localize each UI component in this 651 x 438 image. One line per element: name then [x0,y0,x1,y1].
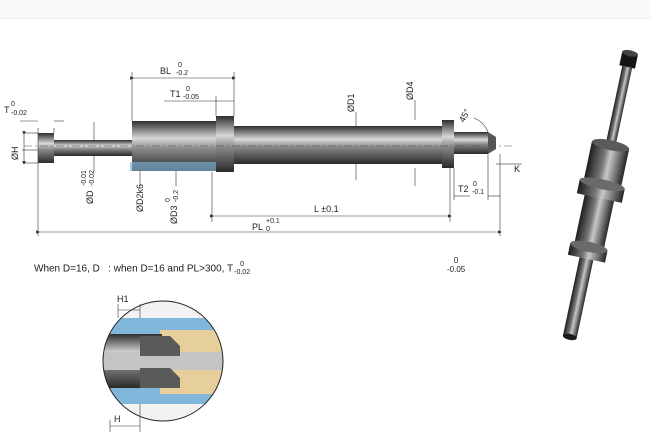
dim-bl-upper: 0 [178,62,182,69]
pin-tip [454,132,488,154]
pin-head [38,133,54,163]
dim-bl: BL [160,66,171,76]
note-tol-upper: 0 [240,261,245,268]
trailing-tol-upper: 0 [453,256,459,265]
dim-d-lower: -0.02 [89,170,96,186]
pin-tip-chamfer [488,132,496,154]
detail-view: H1 H [102,294,224,432]
pin-body [234,126,442,164]
dim-d-upper: -0.01 [81,170,88,186]
dim-d3: ØD3 [169,205,179,224]
spec-note: When D=16, D : when D=16 and PL>300, T 0-… [34,261,250,277]
dim-t2-lower: -0.1 [472,189,484,196]
dim-l: L ±0.1 [314,204,339,214]
dim-h1: H1 [117,294,129,304]
dim-d4: ØD4 [405,81,415,100]
note-part2: : when D=16 and PL>300, T [108,263,234,275]
dim-pl-upper: +0.1 [266,218,280,225]
detail-circle [102,300,224,422]
dim-d3-lower: -0.2 [173,190,180,202]
note-part1: When D=16, D [34,263,100,275]
top-bar [0,0,651,19]
dim-t1: T1 [170,89,181,99]
dim-d: ØD [85,190,95,204]
dim-angle: 45° [457,107,472,124]
pin-end-flange [442,120,454,168]
dim-t-upper: 0 [11,101,15,108]
dim-t2-upper: 0 [473,181,477,188]
dim-t1-upper: 0 [186,86,190,93]
pin-collar [216,116,234,172]
dim-h-detail: H [114,414,121,424]
ejector-pin-drawing [24,116,512,172]
dim-d3-upper: 0 [165,198,172,202]
dim-t: T [4,105,10,115]
dim-pl: PL [252,222,263,232]
dimension-lines [20,72,522,236]
pin-neck [54,140,132,156]
dim-t-lower: -0.02 [11,110,27,117]
dimension-labels: T 0 -0.02 BL 0 -0.2 T1 0 -0.05 ØD1 ØD4 4… [4,62,520,233]
dim-t1-lower: -0.05 [183,94,199,101]
dim-pl-lower: 0 [266,226,270,233]
dim-k: K [514,164,520,174]
trailing-tol-lower: -0.05 [447,265,466,274]
pin-3d-render [562,49,638,341]
pin-sleeve-highlight [130,162,234,171]
dim-t2: T2 [458,184,469,194]
trailing-tolerance: 0 -0.05 [447,256,465,274]
note-tol-lower: -0.02 [234,269,251,276]
dim-h: ØH [10,147,20,161]
dim-d1: ØD1 [346,93,356,112]
dim-d2: ØD2k6 [135,184,145,212]
dim-bl-lower: -0.2 [176,70,188,77]
